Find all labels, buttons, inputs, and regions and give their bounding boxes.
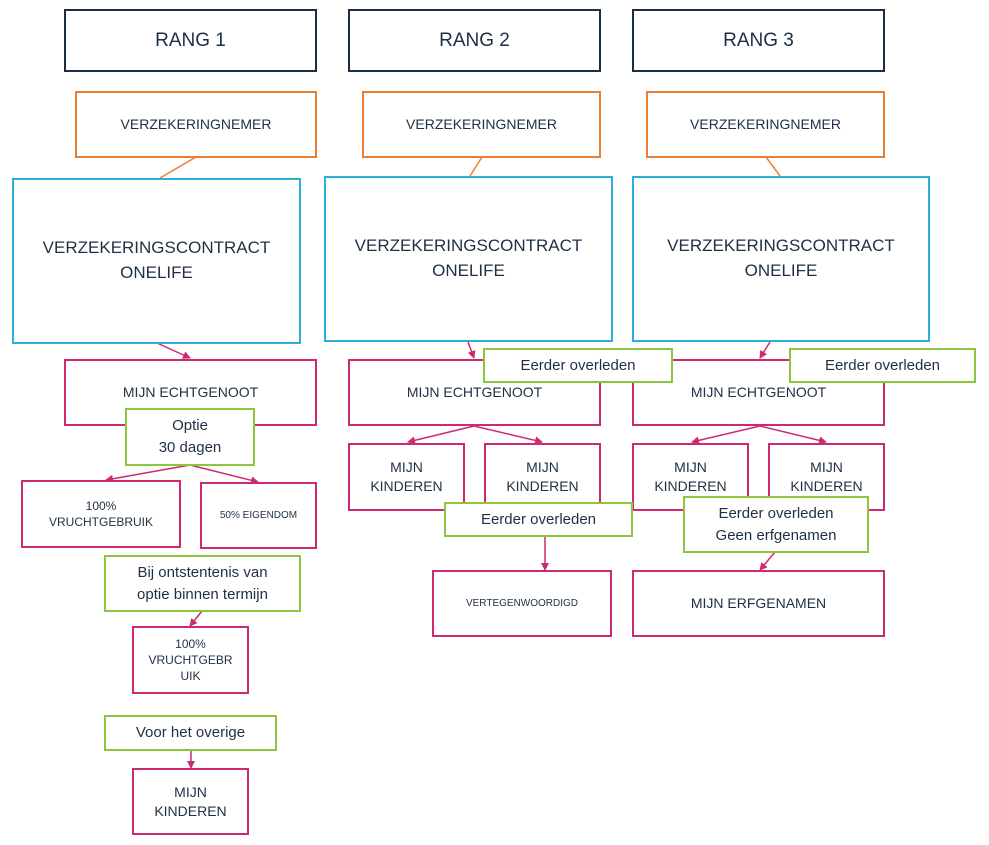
line-holder-contract-1 xyxy=(159,156,197,179)
arrow-spouse-ownership-1 xyxy=(189,464,259,485)
rank2-represented-box: VERTEGENWOORDIGD xyxy=(432,570,612,637)
contract-box-1: VERZEKERINGSCONTRACT ONELIFE xyxy=(12,178,301,344)
rank3-predeceased-condition: Eerder overleden xyxy=(789,348,976,383)
contract-box-2: VERZEKERINGSCONTRACT ONELIFE xyxy=(324,176,613,342)
arrow-contract-spouse-2 xyxy=(467,341,476,359)
arrow-contract-spouse-1 xyxy=(156,342,191,359)
policyholder-box-1: VERZEKERINGNEMER xyxy=(75,91,317,158)
rank-1-header: RANG 1 xyxy=(64,9,317,72)
rank2-children-box-a: MIJN KINDEREN xyxy=(348,443,465,511)
rank3-no-heirs-condition: Eerder overleden Geen erfgenamen xyxy=(683,496,869,553)
line-holder-contract-3 xyxy=(765,156,781,177)
rank1-usufruct-choice-box: 100% VRUCHTGEBRUIK xyxy=(21,480,181,548)
arrow-spouse-usufruct-1 xyxy=(105,464,191,483)
arrow-nooption-usufruct-1 xyxy=(189,610,203,627)
rank2-children-box-b: MIJN KINDEREN xyxy=(484,443,601,511)
rank1-usufruct-default-box: 100% VRUCHTGEBR UIK xyxy=(132,626,249,694)
rank2-spouse-box: MIJN ECHTGENOOT xyxy=(348,359,601,426)
rank1-remainder-condition: Voor het overige xyxy=(104,715,277,751)
rank1-children-box: MIJN KINDEREN xyxy=(132,768,249,835)
rank1-ownership-choice-box: 50% EIGENDOM xyxy=(200,482,317,549)
arrow-spouse-child-b-2 xyxy=(473,425,543,445)
rank2-predeceased-condition: Eerder overleden xyxy=(483,348,673,383)
rank3-heirs-box: MIJN ERFGENAMEN xyxy=(632,570,885,637)
rank1-spouse-box: MIJN ECHTGENOOT xyxy=(64,359,317,426)
contract-box-3: VERZEKERINGSCONTRACT ONELIFE xyxy=(632,176,930,342)
arrow-noheirs-heirs-3 xyxy=(759,551,776,571)
arrow-spouse-child-a-2 xyxy=(407,425,475,445)
rank1-option-condition: Optie 30 dagen xyxy=(125,408,255,466)
arrow-spouse-child-a-3 xyxy=(691,425,761,445)
policyholder-box-2: VERZEKERINGNEMER xyxy=(362,91,601,158)
arrow-spouse-child-b-3 xyxy=(759,425,827,445)
rank-2-header: RANG 2 xyxy=(348,9,601,72)
line-holder-contract-2 xyxy=(469,156,483,177)
policyholder-box-3: VERZEKERINGNEMER xyxy=(646,91,885,158)
rank2-children-predeceased-condition: Eerder overleden xyxy=(444,502,633,537)
rank-3-header: RANG 3 xyxy=(632,9,885,72)
rank1-no-option-condition: Bij ontstentenis van optie binnen termij… xyxy=(104,555,301,612)
arrow-contract-spouse-3 xyxy=(759,341,771,359)
